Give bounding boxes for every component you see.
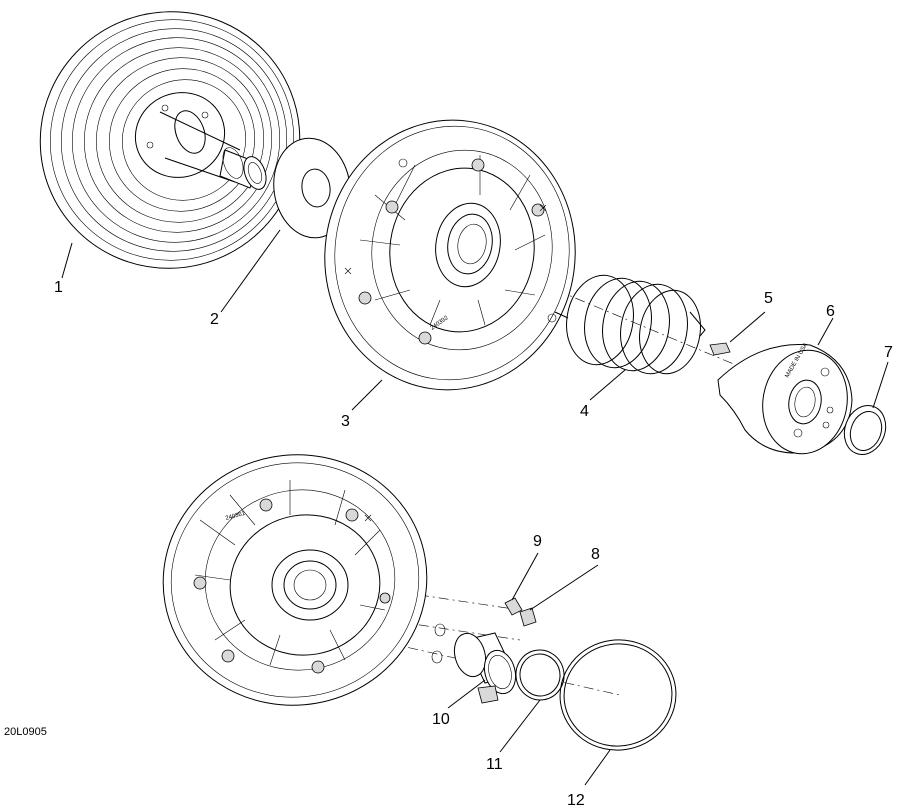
- callout-3: 3: [341, 413, 350, 430]
- callout-2: 2: [210, 311, 219, 328]
- callout-1: 1: [54, 279, 63, 296]
- part-10-bushing: [453, 632, 517, 704]
- callout-12: 12: [567, 792, 585, 809]
- part-11-snap-ring: [515, 649, 565, 701]
- lower-sheave-number: 240361: [225, 511, 247, 522]
- part-2-washer: [273, 137, 351, 239]
- part-3-movable-sheave: 240392: [324, 119, 576, 391]
- callout-7: 7: [884, 344, 893, 361]
- callout-numbers: 1 2 3 4 5 6 7 8 9 10 11 12: [54, 279, 893, 809]
- callout-leader-lines: [61, 229, 889, 786]
- lower-sheave-roller-bosses: [193, 498, 391, 674]
- part-6-cam: MADE IN USA: [717, 342, 853, 455]
- callout-10: 10: [432, 711, 450, 728]
- callout-9: 9: [533, 533, 542, 550]
- part-3-roller-bosses: [358, 158, 545, 345]
- drawing-code: 20L0905: [4, 726, 47, 738]
- callout-4: 4: [580, 403, 589, 420]
- lower-sheave-rear-view: 240361: [162, 454, 428, 706]
- part-8-slider: [519, 607, 537, 627]
- part-4-spring: [554, 274, 706, 375]
- part-12-large-ring: [559, 639, 677, 751]
- callout-11: 11: [486, 756, 503, 773]
- part-1-fixed-sheave: [39, 11, 301, 269]
- callout-5: 5: [764, 290, 773, 307]
- callout-6: 6: [826, 303, 835, 320]
- part-7-retaining-ring: [843, 405, 887, 455]
- callout-8: 8: [591, 546, 600, 563]
- part-5-key: [709, 342, 731, 356]
